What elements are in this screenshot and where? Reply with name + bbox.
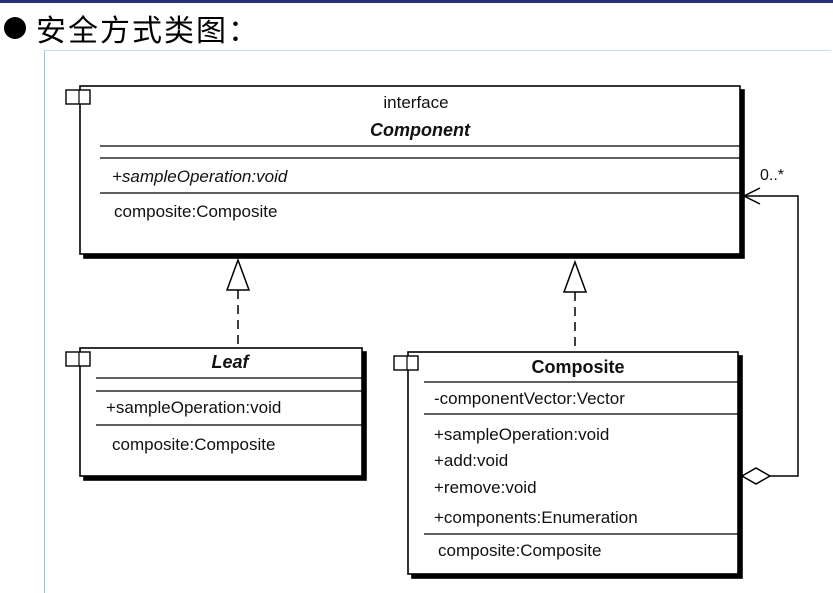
aggregation-association <box>740 187 799 485</box>
bullet-icon <box>4 17 26 39</box>
leaf-operation: +sampleOperation:void <box>106 398 281 417</box>
composite-name: Composite <box>531 357 624 377</box>
composite-operation-2: +add:void <box>434 451 508 470</box>
open-arrowhead-icon <box>742 187 761 205</box>
title-underline <box>0 0 833 3</box>
composite-extra: composite:Composite <box>438 541 601 560</box>
component-stereotype: interface <box>383 93 448 112</box>
composite-attribute: -componentVector:Vector <box>434 389 625 408</box>
component-extra: composite:Composite <box>114 202 277 221</box>
component-name: Component <box>370 120 471 140</box>
leaf-realization-arrow <box>225 257 251 346</box>
composite-class-box: Composite -componentVector:Vector +sampl… <box>393 351 739 575</box>
slide-title-text: 安全方式类图： <box>36 14 260 49</box>
aggregation-diamond-icon <box>740 467 772 485</box>
leaf-name: Leaf <box>211 352 250 372</box>
leaf-class-box: Leaf +sampleOperation:void composite:Com… <box>65 347 363 477</box>
composite-operation-4: +components:Enumeration <box>434 508 638 527</box>
leaf-icon <box>65 351 91 367</box>
leaf-extra: composite:Composite <box>112 435 275 454</box>
multiplicity-label: 0..* <box>760 167 784 184</box>
composite-operation-3: +remove:void <box>434 478 537 497</box>
composite-realization-arrow <box>562 259 588 350</box>
composite-icon <box>393 355 419 371</box>
composite-operation-1: +sampleOperation:void <box>434 425 609 444</box>
component-class-box: interface Component +sampleOperation:voi… <box>65 85 741 255</box>
component-icon <box>65 89 91 105</box>
component-operation: +sampleOperation:void <box>112 167 288 186</box>
slide-title: 安全方式类图： <box>4 8 260 49</box>
